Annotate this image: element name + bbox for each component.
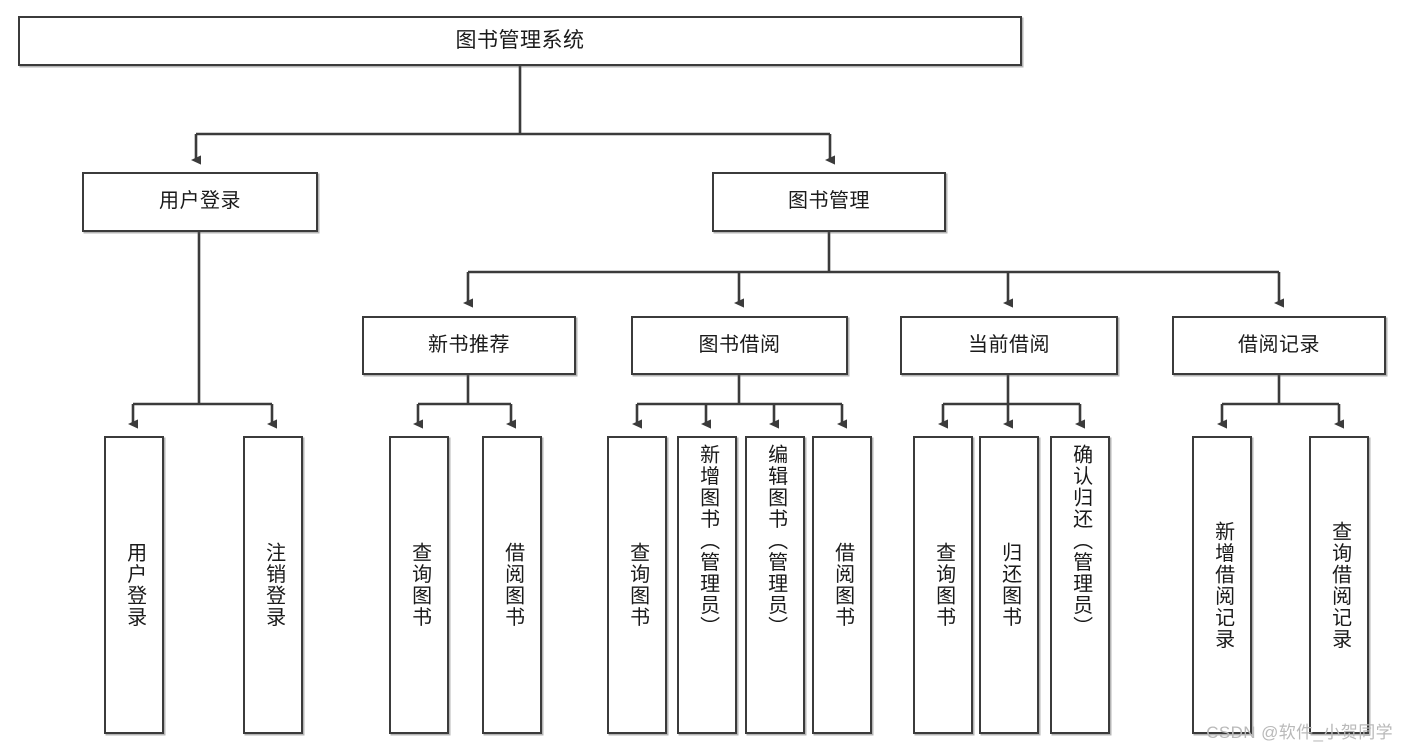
node-leaf-user-logout[interactable]: 注销登录 <box>243 436 303 734</box>
node-leaf-query-book-borrow[interactable]: 查询图书 <box>607 436 667 734</box>
node-leaf-user-login[interactable]: 用户登录 <box>104 436 164 734</box>
node-leaf-return-book-label: 归还图书 <box>998 542 1021 628</box>
node-leaf-query-book-current[interactable]: 查询图书 <box>913 436 973 734</box>
node-current-borrow[interactable]: 当前借阅 <box>900 316 1118 375</box>
node-current-borrow-label: 当前借阅 <box>968 333 1050 356</box>
node-new-book-recommend-label: 新书推荐 <box>428 333 510 356</box>
node-borrow-record[interactable]: 借阅记录 <box>1172 316 1386 375</box>
node-leaf-borrow-book-rec-label: 借阅图书 <box>501 542 524 628</box>
node-leaf-confirm-return-label: 确认归还（管理员） <box>1069 444 1092 638</box>
watermark: CSDN @软件_小贺同学 <box>1206 723 1393 742</box>
node-book-manage[interactable]: 图书管理 <box>712 172 946 232</box>
node-leaf-edit-book-label: 编辑图书（管理员） <box>764 444 787 638</box>
node-leaf-query-book-borrow-label: 查询图书 <box>626 542 649 628</box>
node-book-manage-label: 图书管理 <box>788 190 870 213</box>
node-user-login[interactable]: 用户登录 <box>82 172 318 232</box>
node-leaf-return-book[interactable]: 归还图书 <box>979 436 1039 734</box>
node-leaf-query-record-label: 查询借阅记录 <box>1328 520 1351 650</box>
node-leaf-add-record-label: 新增借阅记录 <box>1211 520 1234 650</box>
node-leaf-user-logout-label: 注销登录 <box>262 542 285 628</box>
node-leaf-query-record[interactable]: 查询借阅记录 <box>1309 436 1369 734</box>
node-new-book-recommend[interactable]: 新书推荐 <box>362 316 576 375</box>
node-leaf-borrow-book-rec[interactable]: 借阅图书 <box>482 436 542 734</box>
node-leaf-edit-book[interactable]: 编辑图书（管理员） <box>745 436 805 734</box>
node-leaf-query-book-rec-label: 查询图书 <box>408 542 431 628</box>
node-book-borrow-label: 图书借阅 <box>698 333 781 356</box>
node-leaf-user-login-label: 用户登录 <box>123 542 146 628</box>
node-leaf-query-book-rec[interactable]: 查询图书 <box>389 436 449 734</box>
node-borrow-record-label: 借阅记录 <box>1238 333 1320 356</box>
node-leaf-borrow-book[interactable]: 借阅图书 <box>812 436 872 734</box>
node-book-borrow[interactable]: 图书借阅 <box>631 316 848 375</box>
node-leaf-add-book[interactable]: 新增图书（管理员） <box>677 436 737 734</box>
node-user-login-label: 用户登录 <box>159 190 241 213</box>
node-leaf-borrow-book-label: 借阅图书 <box>831 542 854 628</box>
node-leaf-confirm-return[interactable]: 确认归还（管理员） <box>1050 436 1110 734</box>
node-leaf-add-record[interactable]: 新增借阅记录 <box>1192 436 1252 734</box>
node-root[interactable]: 图书管理系统 <box>18 16 1022 66</box>
node-leaf-add-book-label: 新增图书（管理员） <box>696 444 719 638</box>
node-root-label: 图书管理系统 <box>455 28 585 52</box>
node-leaf-query-book-current-label: 查询图书 <box>932 542 955 628</box>
